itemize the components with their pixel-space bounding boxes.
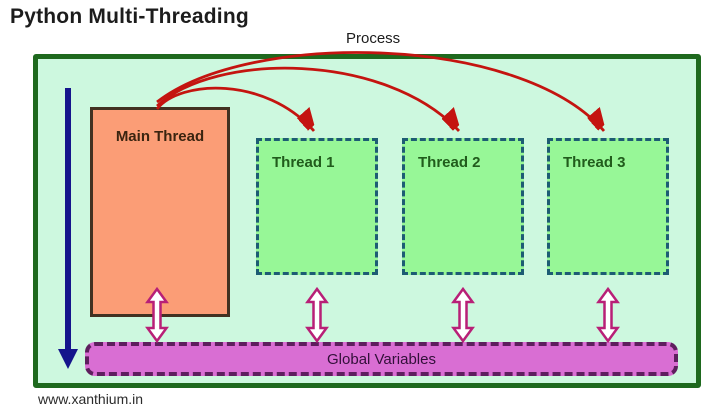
- thread-2-box: Thread 2: [402, 138, 524, 275]
- main-thread-box: Main Thread: [90, 107, 230, 317]
- watermark-link: www.xanthium.in: [38, 391, 144, 407]
- thread-3-box: Thread 3: [547, 138, 669, 275]
- thread-1-box: Thread 1: [256, 138, 378, 275]
- global-variables-label: Global Variables: [327, 350, 436, 368]
- process-label: Process: [346, 30, 401, 47]
- thread-2-label: Thread 2: [418, 154, 481, 171]
- thread-3-label: Thread 3: [563, 154, 626, 171]
- page-title: Python Multi-Threading: [10, 5, 249, 28]
- global-variables-bar: Global Variables: [85, 342, 678, 376]
- thread-1-label: Thread 1: [272, 154, 335, 171]
- main-thread-label: Main Thread: [115, 128, 205, 145]
